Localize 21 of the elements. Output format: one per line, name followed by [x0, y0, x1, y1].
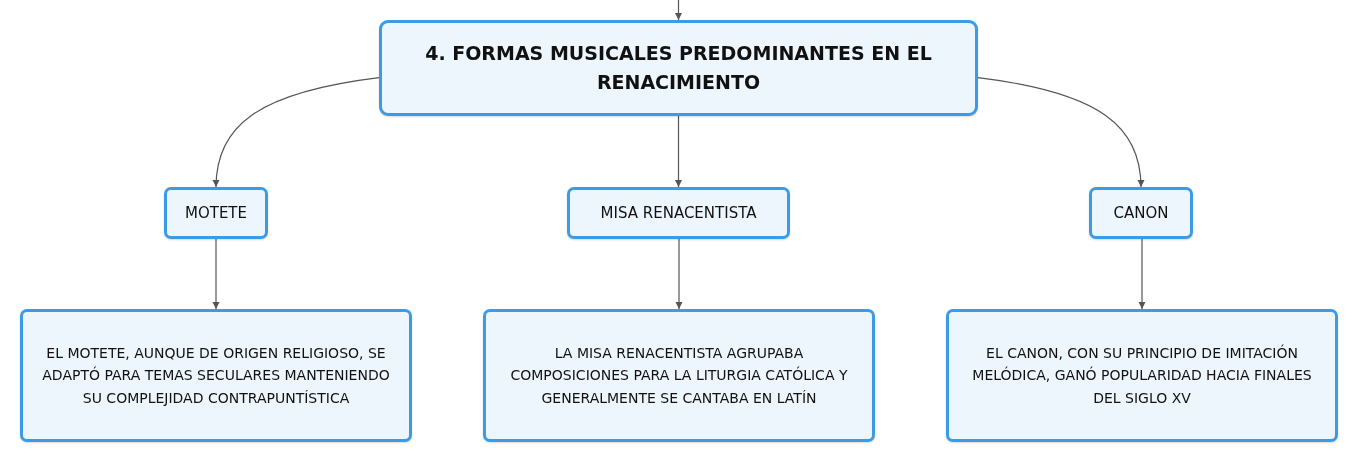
node-text: LA MISA RENACENTISTA AGRUPABA COMPOSICIONES PARA LA LITURGIA CATÓLICA Y GENERALMENTE SE CANTABA EN LATÍN [509, 343, 849, 408]
connector-arrow [977, 77, 1145, 188]
node-text: EL CANON, CON SU PRINCIPIO DE IMITACIÓN MELÓDICA, GANÓ POPULARIDAD HACIA FINALES DEL SIGLO XV [971, 343, 1313, 408]
title-box [379, 20, 978, 116]
connector-arrow [212, 238, 220, 310]
connector-arrow [675, 238, 683, 310]
topic-box [567, 187, 790, 239]
description-box [946, 309, 1338, 442]
topic-box [164, 187, 268, 239]
node-text: MOTETE [185, 203, 247, 224]
connector-arrow [674, 0, 683, 21]
description-box [20, 309, 412, 442]
connector-arrow [212, 77, 380, 188]
node-text: CANON [1113, 203, 1169, 224]
connector-arrow [674, 115, 683, 188]
topic-box [1089, 187, 1193, 239]
connector-arrow [1138, 238, 1146, 310]
node-text: MISA RENACENTISTA [600, 203, 757, 224]
node-text: 4. FORMAS MUSICALES PREDOMINANTES EN EL RENACIMIENTO [424, 40, 933, 95]
description-box [483, 309, 875, 442]
node-text: EL MOTETE, AUNQUE DE ORIGEN RELIGIOSO, SE ADAPTÓ PARA TEMAS SECULARES MANTENIENDO SU COMPLEJIDAD CONTRAPUNTÍSTICA [41, 343, 391, 408]
